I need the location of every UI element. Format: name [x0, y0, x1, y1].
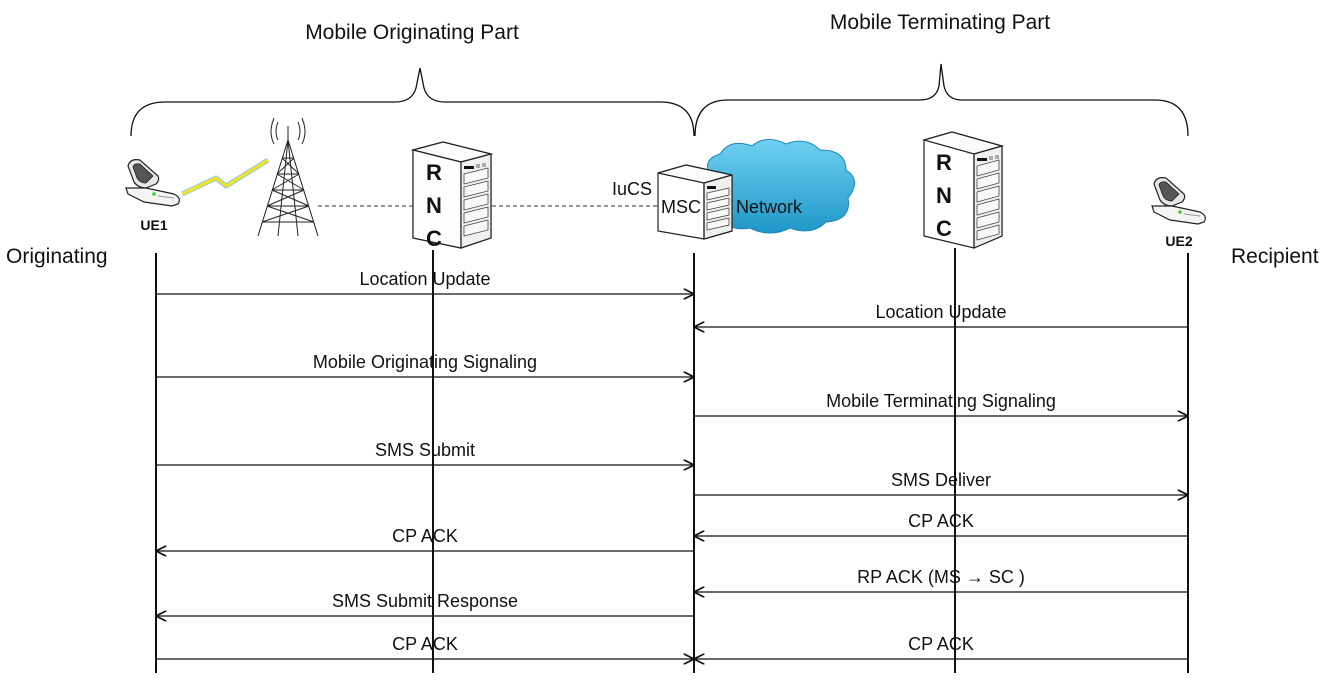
- message-label: CP ACK: [392, 634, 458, 654]
- msc-label: MSC: [661, 197, 701, 217]
- message-label: CP ACK: [908, 511, 974, 531]
- message-label: Mobile Terminating Signaling: [826, 391, 1056, 411]
- rnc-left-letter-c: C: [426, 226, 442, 251]
- message-label: SMS Deliver: [891, 470, 991, 490]
- iucs-label: IuCS: [612, 179, 652, 199]
- originating-side-label: Originating: [6, 245, 108, 268]
- section-title-originating: Mobile Originating Part: [305, 21, 519, 44]
- message-label: SMS Submit Response: [332, 591, 518, 611]
- cell-tower-icon: [257, 117, 319, 237]
- ue1-label: UE1: [140, 217, 167, 233]
- ue1-phone-icon: [125, 159, 180, 207]
- rnc-right-letter-c: C: [936, 216, 952, 241]
- rnc-left-letter-r: R: [426, 160, 442, 185]
- terminating-brace: [694, 63, 1189, 137]
- rnc-right-letter-n: N: [936, 183, 952, 208]
- rnc-left-server-icon: [410, 141, 494, 249]
- message-label: CP ACK: [908, 634, 974, 654]
- message-label: CP ACK: [392, 526, 458, 546]
- rnc-right-letter-r: R: [936, 150, 952, 175]
- ue2-phone-icon: [1151, 177, 1206, 225]
- recipient-side-label: Recipient: [1231, 245, 1319, 268]
- message-label: RP ACK (MS → SC ): [857, 567, 1025, 587]
- ue2-label: UE2: [1165, 233, 1192, 249]
- network-label: Network: [736, 197, 803, 217]
- message-label: Location Update: [875, 302, 1006, 322]
- originating-brace: [130, 67, 695, 137]
- message-label: Location Update: [359, 269, 490, 289]
- message-label: SMS Submit: [375, 440, 475, 460]
- radio-link-bolt-icon: [180, 157, 270, 197]
- section-title-terminating: Mobile Terminating Part: [830, 11, 1050, 34]
- rnc-right-server-icon: [921, 131, 1005, 249]
- lifelines: [155, 248, 1189, 673]
- rnc-left-letter-n: N: [426, 193, 442, 218]
- msc-server-icon: [657, 164, 733, 240]
- message-label: Mobile Originating Signaling: [313, 352, 537, 372]
